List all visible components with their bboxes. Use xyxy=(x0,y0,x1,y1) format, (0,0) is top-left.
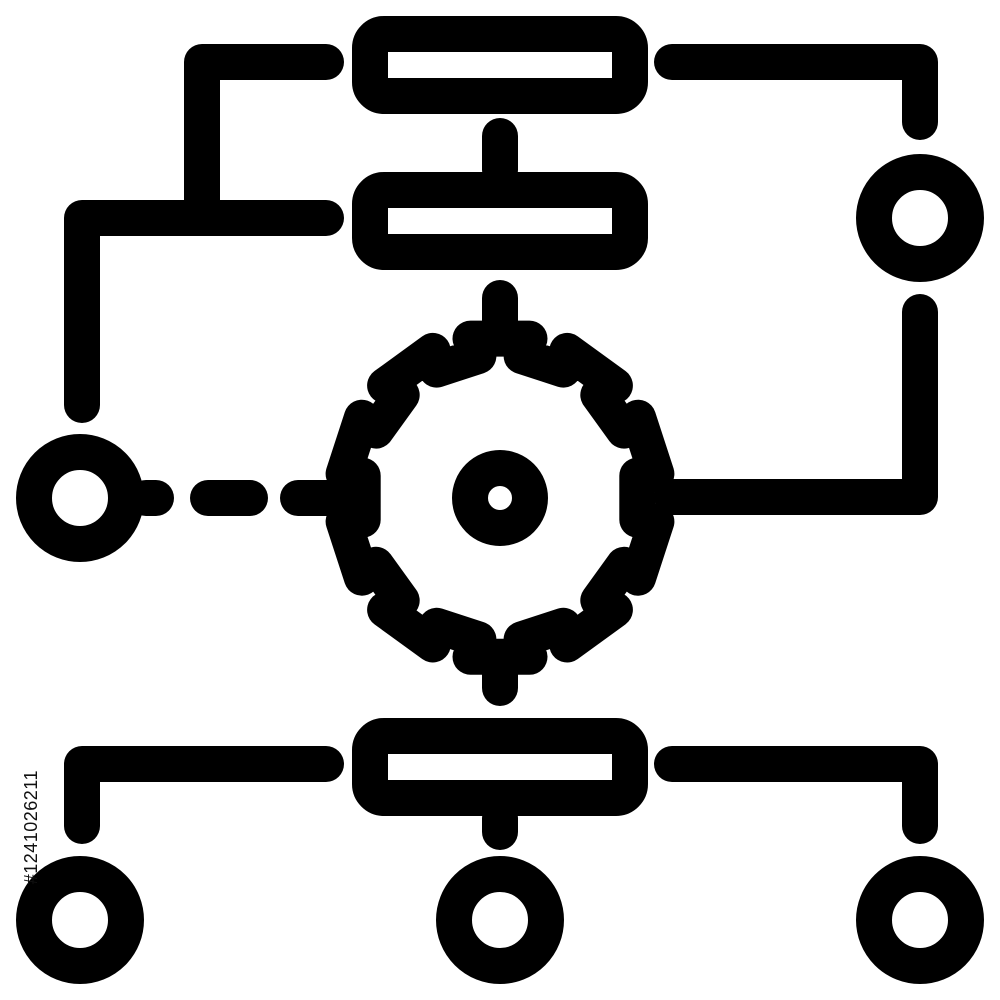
process-box-second xyxy=(352,172,648,270)
gear-hub xyxy=(452,450,548,546)
node-circle-bottom-right xyxy=(856,856,984,984)
process-box-bottom xyxy=(352,718,648,816)
connector-left-upper xyxy=(184,44,344,236)
gear-icon xyxy=(325,320,675,675)
connector-right-return xyxy=(654,294,938,515)
connector-bottom-right xyxy=(654,746,938,844)
node-circle-bottom-center xyxy=(436,856,564,984)
watermark-id: #1241026211 xyxy=(21,770,41,885)
connector-bottom-left xyxy=(64,746,344,844)
node-circle-bottom-left xyxy=(16,856,144,984)
node-circle-right xyxy=(856,154,984,282)
diagram-strokes xyxy=(16,16,984,984)
connector-left-lower xyxy=(64,200,344,423)
process-box-top xyxy=(352,16,648,114)
node-circle-left xyxy=(16,434,144,562)
connector-right-top xyxy=(654,44,938,140)
